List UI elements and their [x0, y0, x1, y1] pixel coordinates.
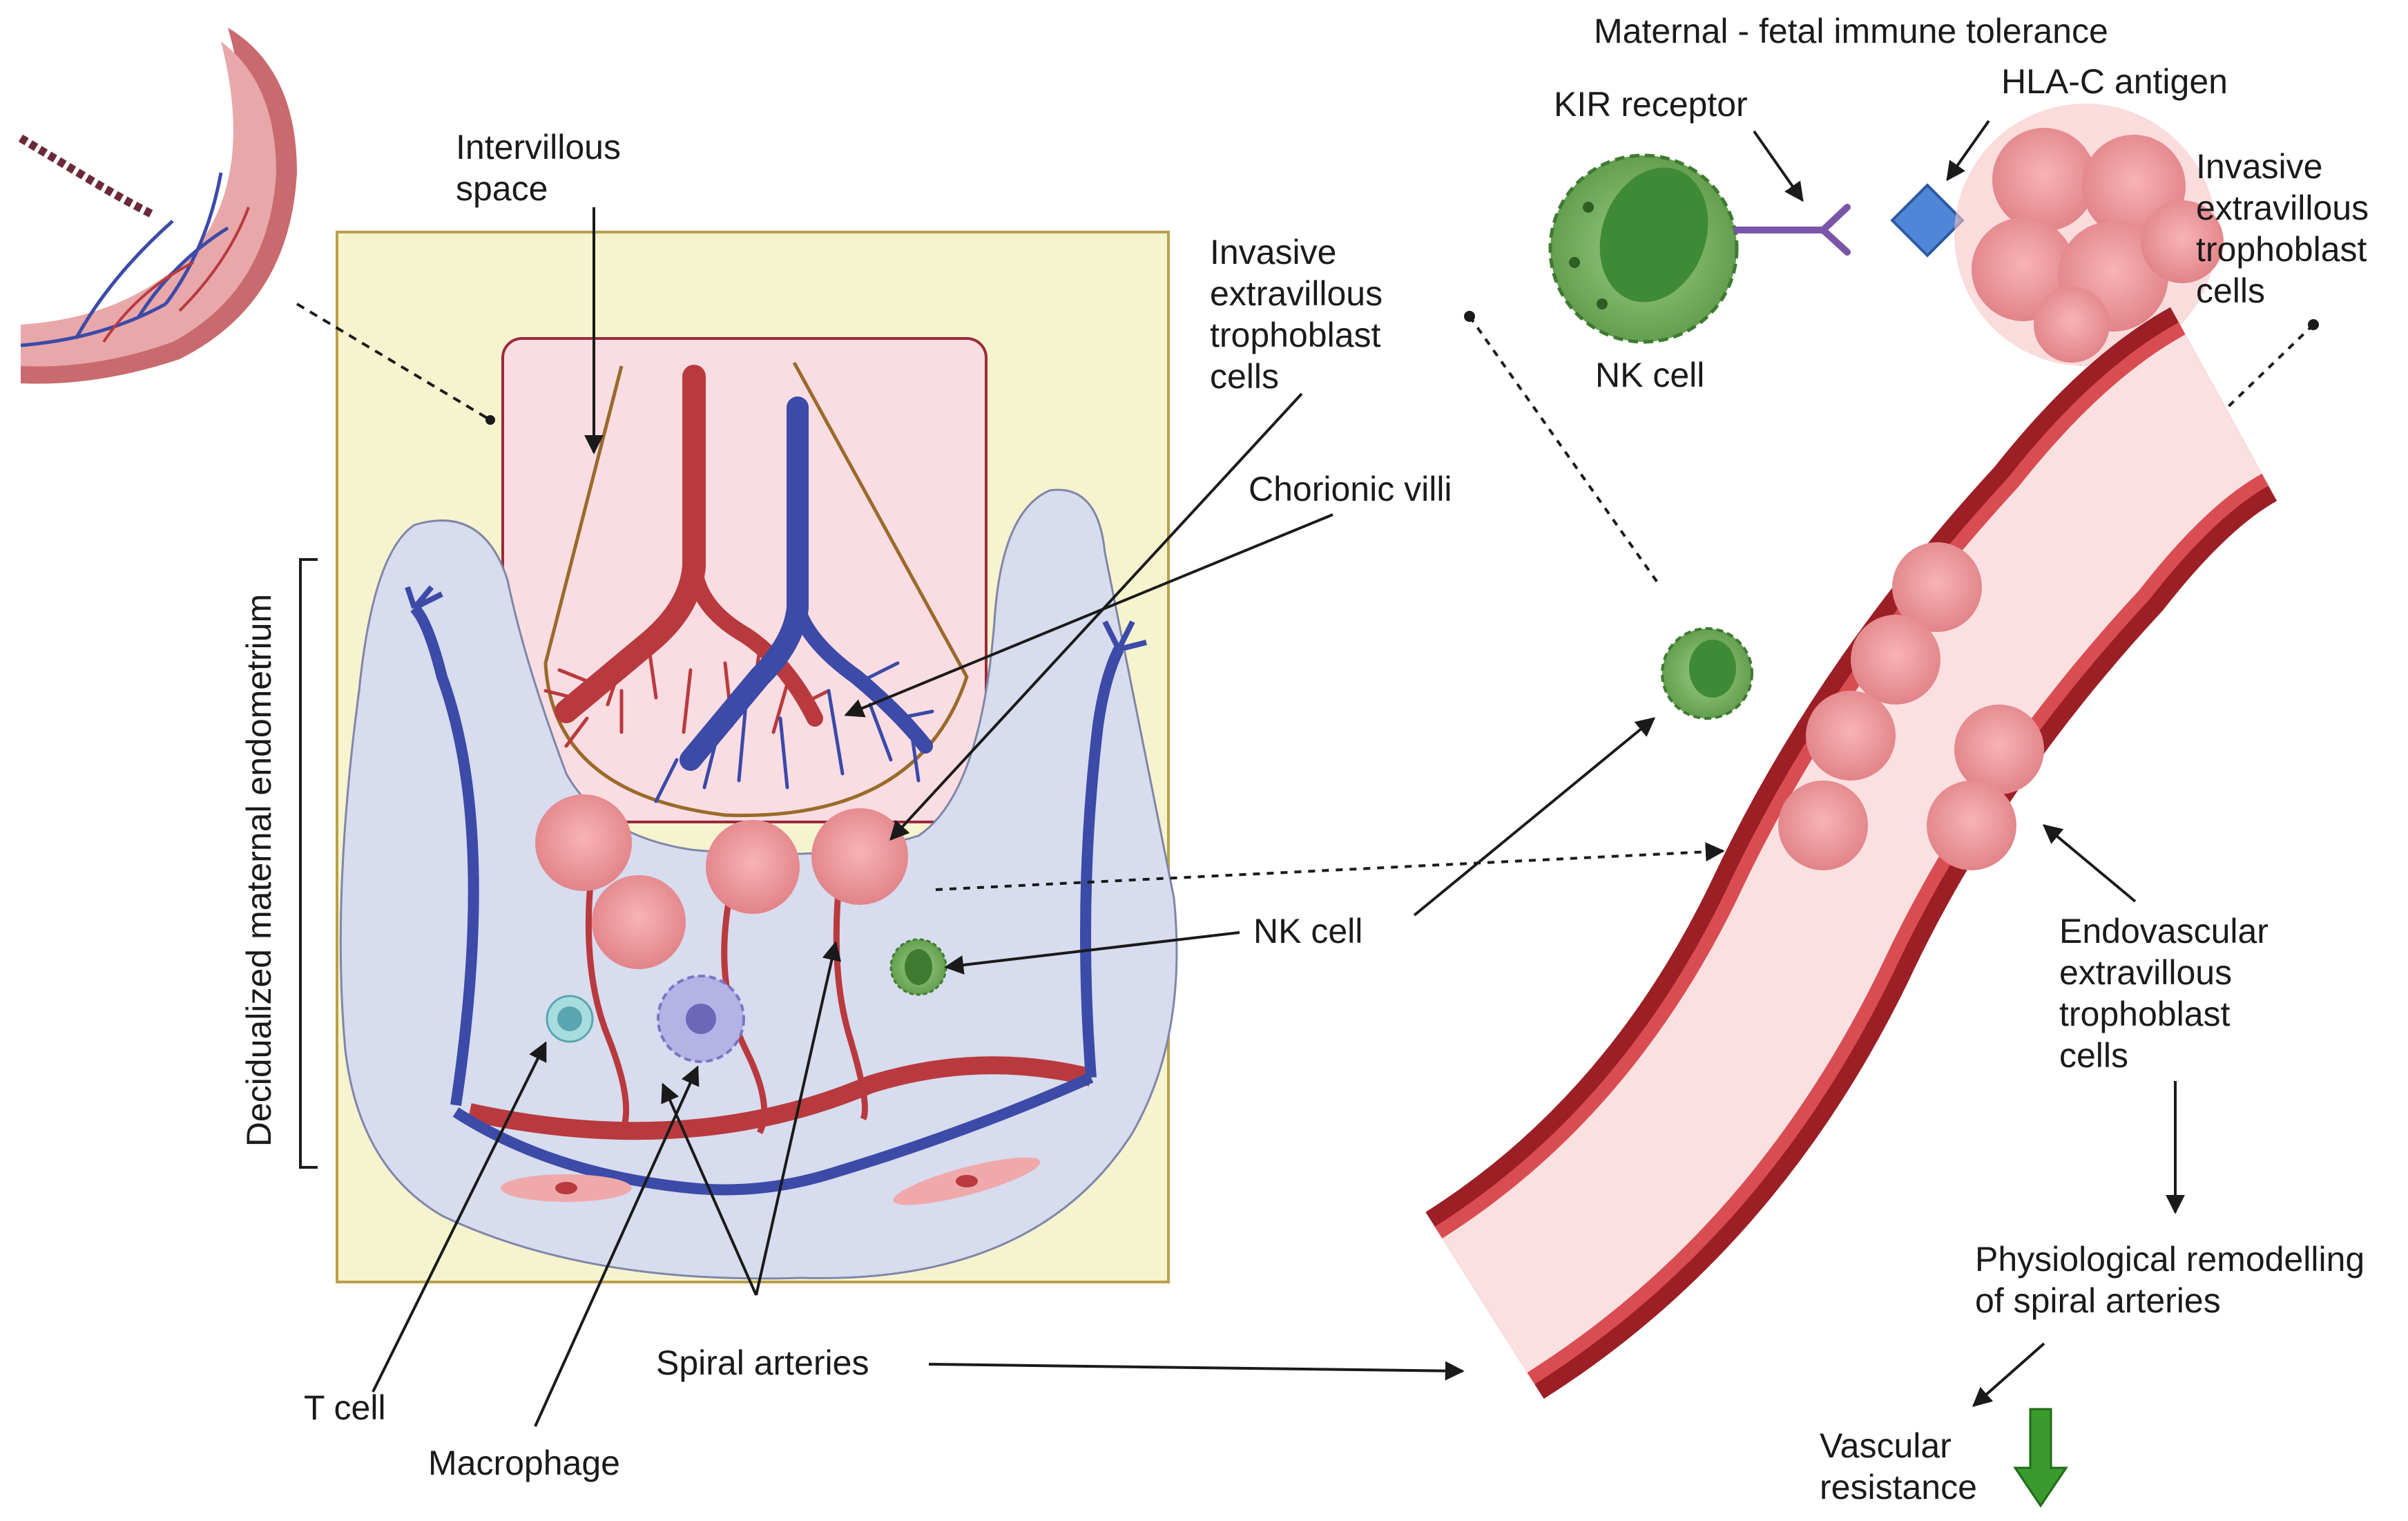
t-cell-arrow: [372, 1041, 547, 1393]
remodelling-label-1: Physiological remodelling: [1975, 1240, 2364, 1279]
nk-cell-decidua: [889, 938, 947, 996]
nk-cell-large: [1548, 153, 1739, 344]
endovascular-arrow: [2042, 824, 2137, 903]
invasive-left-arrow: [889, 392, 1303, 841]
remodelling-to-resistance-arrow: [1972, 1342, 2045, 1407]
kir-receptor-icon: [1733, 204, 1851, 256]
macrophage-label: Macrophage: [428, 1444, 620, 1482]
nk-cell-center-arrow: [944, 931, 1240, 975]
kir-receptor-label: KIR receptor: [1554, 85, 1748, 124]
villous-artery: [543, 365, 831, 748]
endovascular-label-4: cells: [2059, 1036, 2128, 1075]
invasive-left-label-1: Invasive: [1210, 233, 1336, 271]
invasive-right-label-2: extravillous: [2196, 189, 2369, 227]
kir-receptor-arrow: [1753, 130, 1804, 202]
spiral-artery-remodelled: [1425, 307, 2279, 1399]
vascular-resistance-label-1: Vascular: [1820, 1426, 1952, 1465]
vascular-resistance-label-2: resistance: [1820, 1468, 1977, 1506]
invasive-left-label-2: extravillous: [1210, 274, 1383, 313]
intervillous-label-2: space: [456, 169, 548, 208]
spiral-arteries-label: Spiral arteries: [656, 1343, 869, 1382]
t-cell-label: T cell: [304, 1388, 386, 1427]
villous-vein: [654, 396, 934, 803]
nk-cell-top-label: NK cell: [1595, 356, 1704, 394]
chorionic-villi-label: Chorionic villi: [1249, 470, 1452, 508]
tolerance-title: Maternal - fetal immune tolerance: [1594, 12, 2108, 50]
nk-cell-center-label: NK cell: [1253, 912, 1362, 950]
t-cell: [546, 995, 594, 1043]
decidual-vein: [410, 604, 1124, 1196]
endovascular-label-3: trophoblast: [2059, 995, 2230, 1033]
endovascular-label-1: Endovascular: [2059, 912, 2269, 950]
decidua-bracket: [299, 558, 318, 1169]
hla-c-label: HLA-C antigen: [2001, 62, 2228, 101]
decidualized-label: Decidualized maternal endometrium: [240, 594, 278, 1147]
hla-c-antigen-icon: [1890, 183, 1965, 258]
invasive-right-label-4: cells: [2196, 271, 2265, 310]
endovascular-trophoblasts: [1778, 542, 2044, 870]
remodelling-label-2: of spiral arteries: [1975, 1281, 2221, 1320]
invasive-left-label-4: cells: [1210, 357, 1279, 396]
spiral-arteries-to-vessel-arrow: [928, 1361, 1465, 1381]
macrophage: [657, 975, 745, 1063]
nk-cell-to-blood-arrow: [1413, 717, 1656, 917]
nk-cell-vessel: [1661, 627, 1753, 720]
trophoblast-cluster: [535, 794, 908, 969]
macrophage-arrow: [534, 1065, 700, 1427]
invasive-left-label-3: trophoblast: [1210, 316, 1380, 354]
down-arrow-icon: [2013, 1408, 2068, 1508]
trophoblast-cluster-large: [1954, 104, 2224, 366]
invasive-right-label-1: Invasive: [2196, 147, 2322, 186]
decidual-artery: [468, 1056, 1094, 1140]
chorionic-villi-arrow: [844, 513, 1333, 718]
placenta-section-thumbnail: [18, 28, 297, 384]
endovascular-label-2: extravillous: [2059, 953, 2232, 992]
hla-c-arrow: [1946, 119, 1990, 182]
thumbnail-connector: [296, 303, 492, 421]
invasive-right-label-3: trophoblast: [2196, 230, 2367, 269]
intervillous-label-1: Intervillous: [456, 128, 621, 166]
